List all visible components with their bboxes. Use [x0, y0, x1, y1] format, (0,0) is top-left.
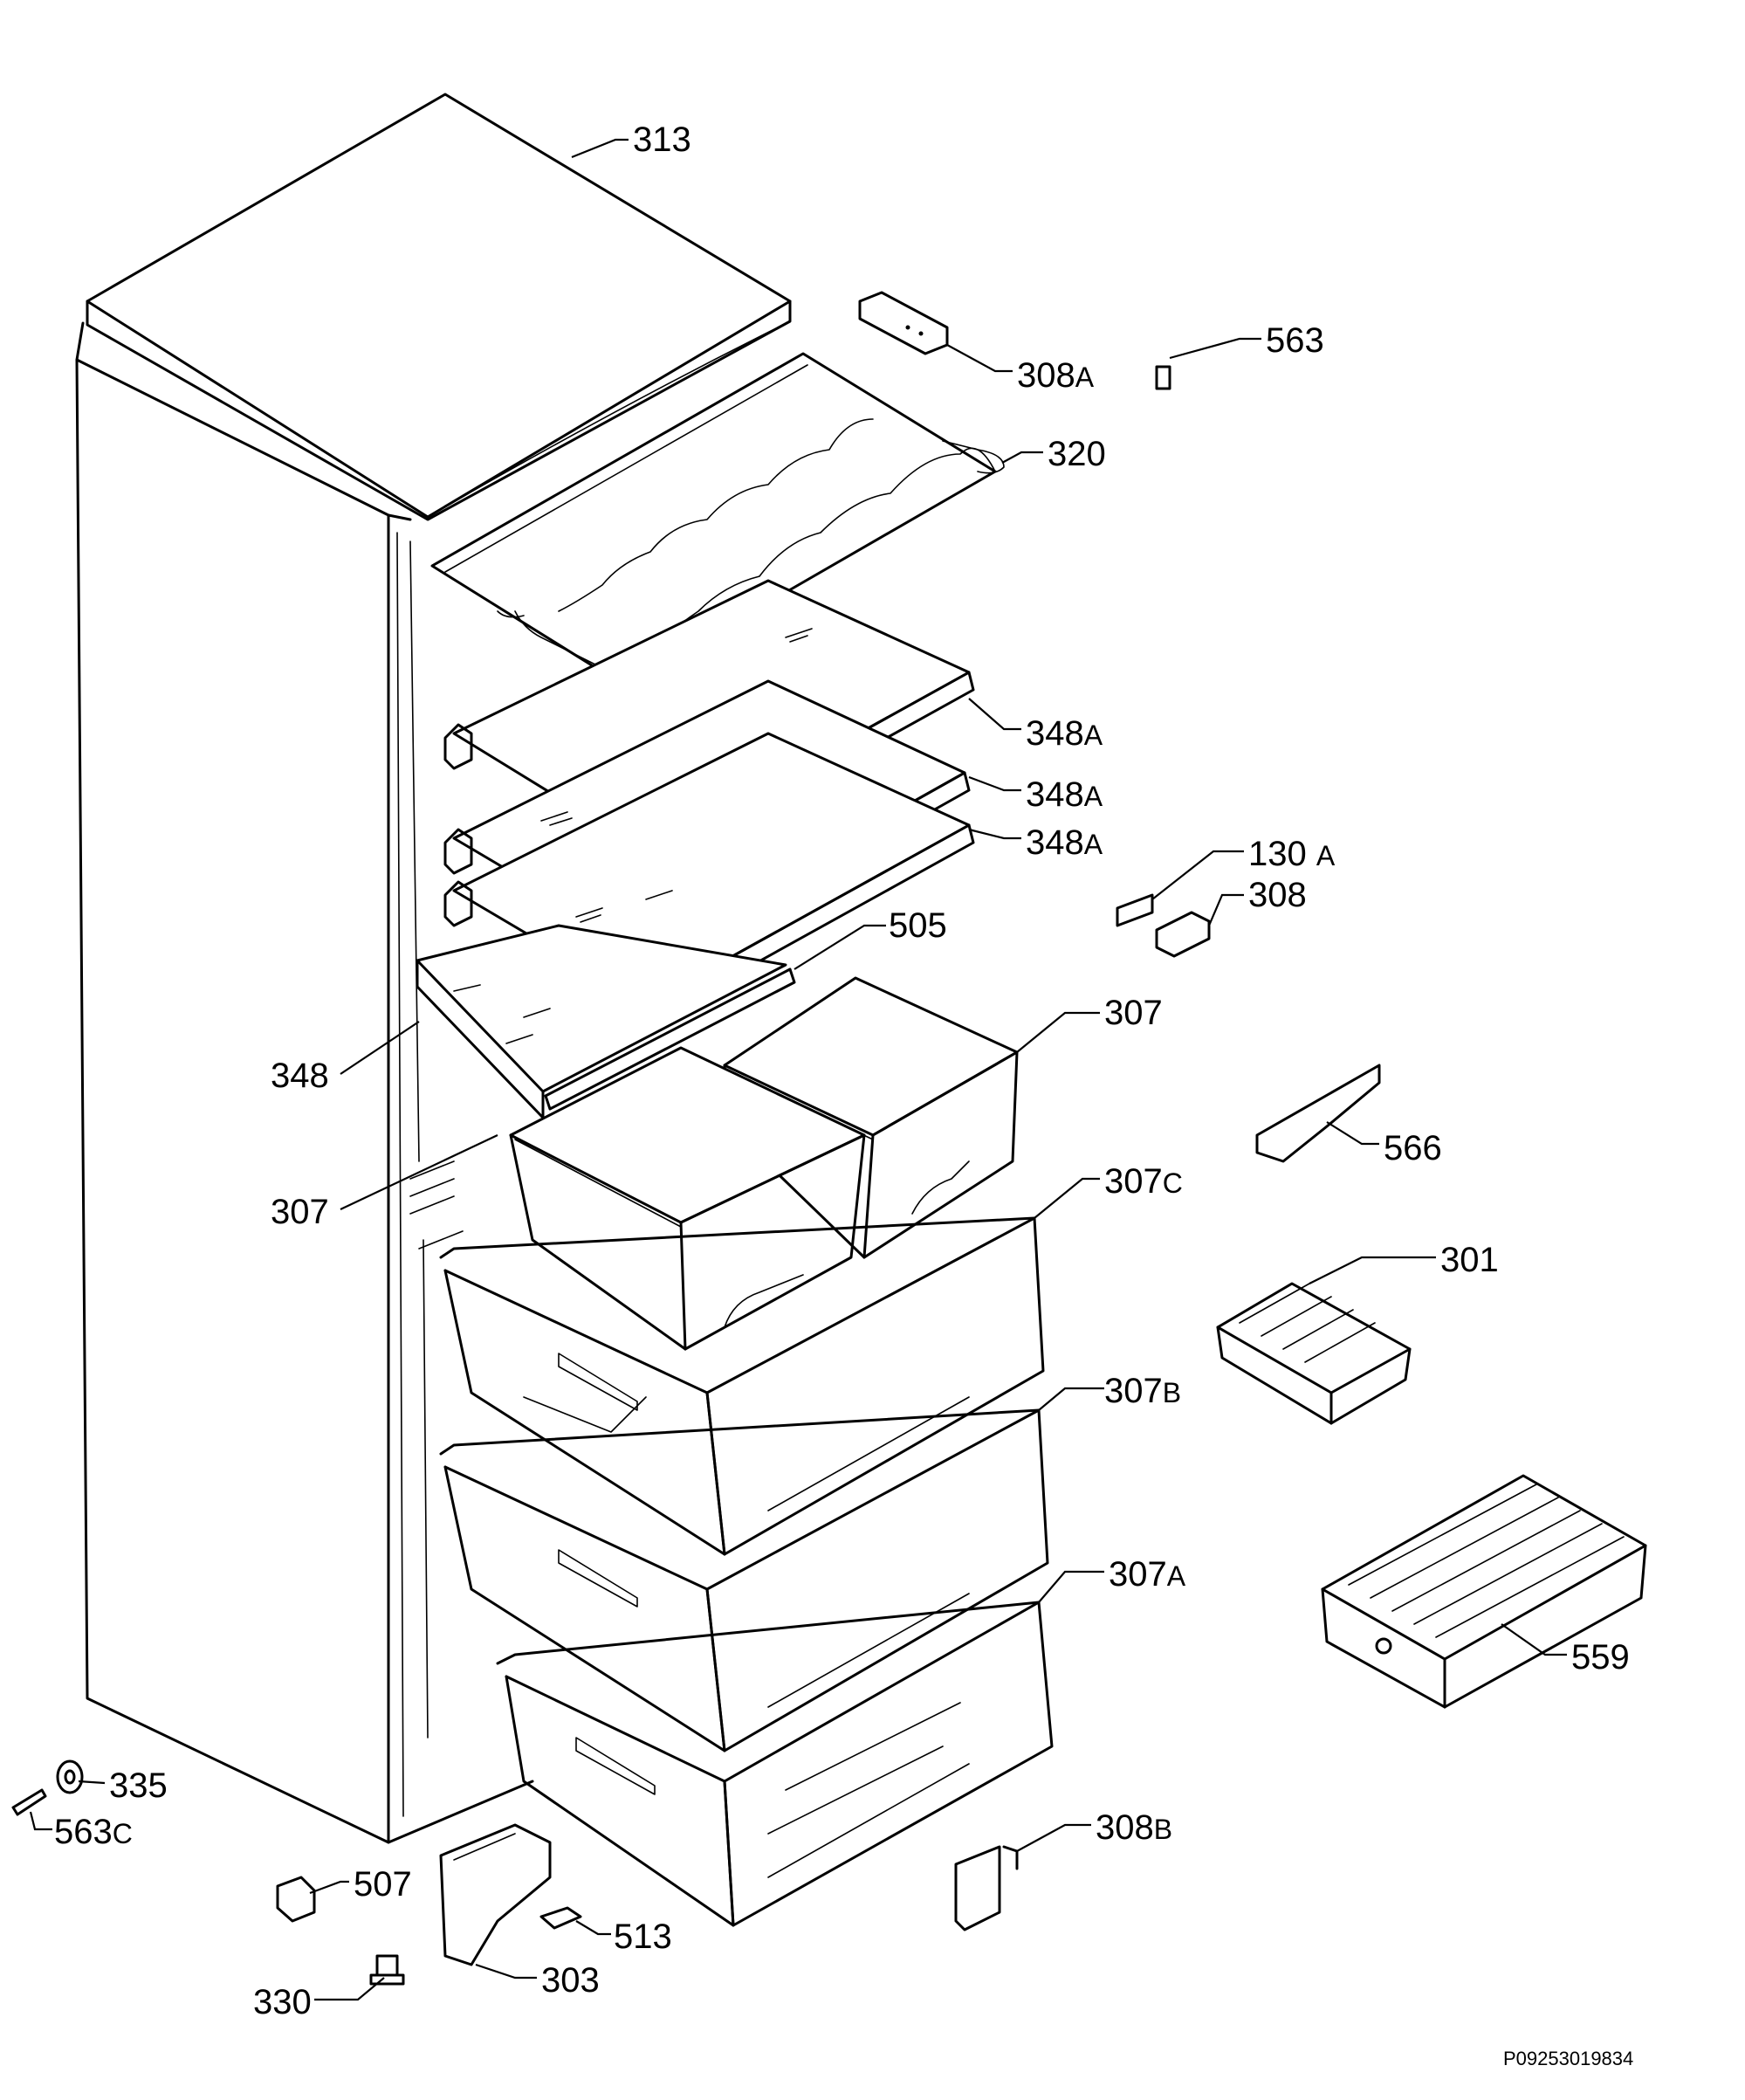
adjustable-foot-330	[369, 1954, 405, 1986]
ice-scraper	[1255, 1064, 1381, 1163]
cold-accumulator	[1321, 1474, 1647, 1709]
callout-301: 301	[1440, 1241, 1499, 1279]
pin-563c	[11, 1788, 47, 1816]
callout-307a: 307A	[1109, 1555, 1186, 1594]
leader-lines	[29, 138, 1567, 2001]
freezer-drawer-bottom	[496, 1601, 1054, 1927]
hinge-middle	[1155, 911, 1211, 958]
callout-348a-1: 348A	[1026, 714, 1103, 753]
callout-308a: 308A	[1017, 356, 1095, 395]
callout-348a-2: 348A	[1026, 775, 1103, 814]
callout-307-right: 307	[1104, 994, 1163, 1032]
callout-307-left: 307	[271, 1193, 329, 1231]
callout-566: 566	[1384, 1129, 1442, 1167]
callout-130a: 130 A	[1248, 835, 1336, 873]
ice-cube-tray	[1216, 1282, 1412, 1425]
top-cover	[86, 93, 792, 521]
callout-507: 507	[354, 1865, 412, 1904]
callout-330: 330	[253, 1983, 312, 2021]
callout-505: 505	[889, 906, 947, 945]
callout-563c: 563C	[54, 1813, 133, 1851]
callout-348a-3: 348A	[1026, 823, 1103, 862]
callout-307b: 307B	[1104, 1372, 1182, 1410]
cabinet	[75, 321, 534, 1844]
callout-559: 559	[1571, 1638, 1630, 1677]
glass-shelf-bottom	[416, 924, 796, 1119]
callout-307c: 307C	[1104, 1162, 1183, 1201]
freezer-drawer-middle	[439, 1408, 1049, 1752]
clip-507	[276, 1876, 316, 1923]
kick-plate-303	[439, 1823, 552, 1966]
document-number: P09253019834	[1503, 2048, 1634, 2069]
callout-320: 320	[1048, 435, 1106, 473]
callout-335: 335	[109, 1766, 168, 1805]
callout-513: 513	[614, 1918, 672, 1956]
roller-335	[56, 1759, 84, 1794]
door-pin	[1155, 365, 1171, 390]
hinge-top	[858, 291, 949, 355]
callout-308: 308	[1248, 876, 1307, 914]
callout-313: 313	[633, 120, 691, 159]
hinge-cover-130a	[1116, 893, 1154, 927]
hinge-bottom	[954, 1845, 1019, 1931]
callout-303: 303	[541, 1961, 600, 2000]
callout-563: 563	[1266, 321, 1324, 360]
callout-348: 348	[271, 1057, 329, 1095]
callout-308b: 308B	[1096, 1808, 1173, 1847]
crisper-drawer-left	[509, 1046, 866, 1351]
clip-513	[539, 1906, 582, 1930]
